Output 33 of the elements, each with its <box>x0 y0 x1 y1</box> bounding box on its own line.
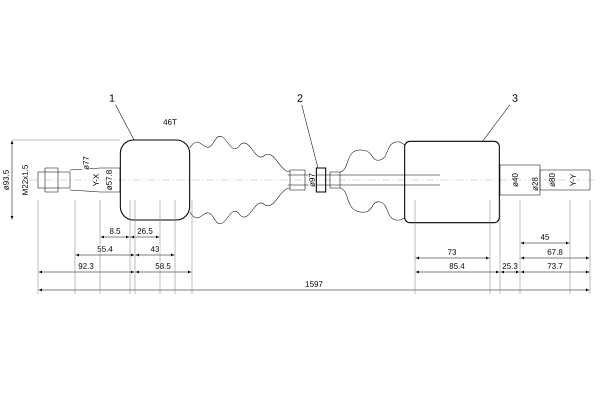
callout-number: 2 <box>298 94 302 102</box>
dimension-label: 46T <box>162 118 178 126</box>
dimension-label: Y-Y <box>570 173 576 187</box>
dimension-label: Y-X <box>92 173 100 187</box>
dimension-label: ø97 <box>308 172 316 188</box>
dimension-label: 45 <box>540 234 550 240</box>
dimension-label: ø40 <box>511 172 519 188</box>
dimension-label: 67.8 <box>546 248 564 256</box>
joint-part <box>316 167 326 193</box>
dimension-label: 55.4 <box>96 246 114 252</box>
callout-number: 1 <box>110 94 114 102</box>
joint-part <box>404 140 500 224</box>
callout-number: 3 <box>512 94 518 102</box>
dimension-label: 8.5 <box>108 228 122 234</box>
leader-line <box>482 104 510 142</box>
dimension-label: 73 <box>446 248 458 256</box>
dimension-label: M22x1.5 <box>22 164 28 196</box>
dimension-label: ø57.8 <box>105 169 113 191</box>
dimension-label: 58.5 <box>154 262 172 270</box>
leader-line <box>115 104 134 140</box>
dimension-label: ø77 <box>82 155 90 171</box>
dimension-label: ø80 <box>548 172 556 188</box>
dimension-label: 1597 <box>304 280 324 288</box>
dimension-label: 73.7 <box>546 262 564 270</box>
joint-part <box>120 139 190 221</box>
dimension-label: 25.3 <box>502 262 518 270</box>
dimension-label: 26.5 <box>136 228 154 234</box>
dimension-label: 92.3 <box>78 262 94 270</box>
leader-line <box>301 104 318 168</box>
dimension-label: 85.4 <box>448 262 466 270</box>
dimension-label: ø28 <box>531 176 539 192</box>
dimension-label: ø93.5 <box>2 169 10 191</box>
dimension-label: 43 <box>150 246 160 252</box>
